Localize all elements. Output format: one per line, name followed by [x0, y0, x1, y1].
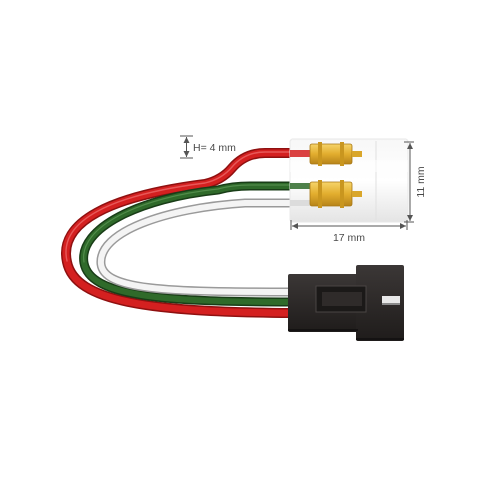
- height-dimension: H= 4 mm: [180, 135, 236, 159]
- side-dimension: 11 mm: [404, 141, 427, 223]
- white-wire: [96, 198, 297, 297]
- gold-contact-bottom: [309, 180, 362, 208]
- gold-contact-top: [309, 142, 362, 166]
- height-dimension-label: H= 4 mm: [193, 142, 236, 154]
- red-wire: [61, 148, 297, 318]
- length-dimension-label: 17 mm: [333, 232, 365, 244]
- black-plug-connector: [288, 265, 404, 341]
- green-wire: [79, 181, 297, 307]
- side-dimension-label: 11 mm: [415, 166, 427, 198]
- wire-bundle: [61, 148, 297, 318]
- length-dimension: 17 mm: [290, 220, 408, 244]
- strip-clip-connector: [289, 138, 409, 223]
